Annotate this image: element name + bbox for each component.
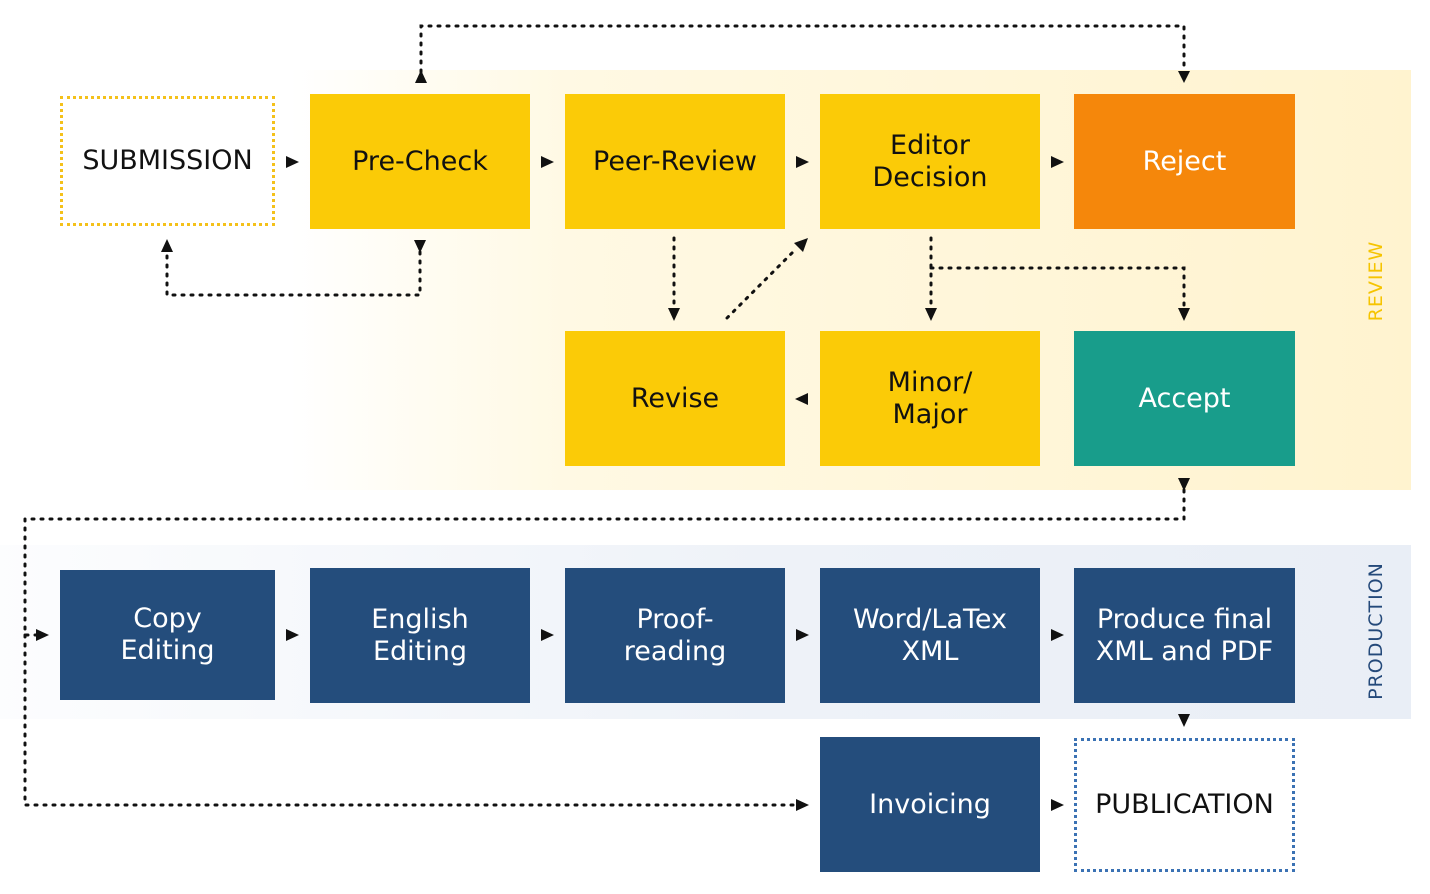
node-accept: Accept	[1074, 331, 1295, 466]
arrowhead-minor-in	[925, 308, 937, 321]
arrowhead-produce-publication	[1178, 714, 1190, 727]
node-reject: Reject	[1074, 94, 1295, 229]
arrowhead-editor-in	[794, 238, 808, 252]
node-publication: PUBLICATION	[1074, 738, 1295, 872]
arrowhead-english-proof	[541, 629, 554, 641]
node-english-editing: English Editing	[310, 568, 530, 703]
arrowhead-submission-up	[161, 239, 173, 252]
node-proof-reading: Proof- reading	[565, 568, 785, 703]
arrowhead-proof-word	[796, 629, 809, 641]
arrowhead-revise-in	[668, 308, 680, 321]
node-minor-major: Minor/ Major	[820, 331, 1040, 466]
arrowhead-copy-english	[286, 629, 299, 641]
arrowhead-reject-in	[1178, 71, 1190, 83]
arrowhead-copy-editing-in	[36, 629, 49, 641]
connector-precheck-to-submission	[165, 250, 422, 297]
arrowhead-editor-reject	[1051, 156, 1064, 168]
connector-precheck-to-reject	[419, 24, 1186, 74]
arrowhead-precheck-down	[414, 240, 426, 253]
connector-revise-to-editor	[725, 246, 799, 320]
arrowhead-word-produce	[1051, 629, 1064, 641]
node-submission: SUBMISSION	[60, 96, 275, 226]
arrowhead-invoicing-in	[796, 799, 809, 811]
node-copy-editing: Copy Editing	[60, 570, 275, 700]
node-produce-final: Produce final XML and PDF	[1074, 568, 1295, 703]
arrowhead-precheck-up	[415, 70, 427, 83]
arrowhead-accept-in	[1178, 308, 1190, 321]
arrowhead-submission-precheck	[286, 156, 299, 168]
node-revise: Revise	[565, 331, 785, 466]
arrowhead-precheck-peer	[541, 156, 554, 168]
connector-accept-to-copy-editing	[23, 488, 1186, 637]
arrowhead-invoicing-publication	[1051, 799, 1064, 811]
connector-to-invoicing	[23, 633, 798, 807]
node-editor-decision: Editor Decision	[820, 94, 1040, 229]
node-invoicing: Invoicing	[820, 737, 1040, 872]
node-pre-check: Pre-Check	[310, 94, 530, 229]
arrowhead-accept-down	[1178, 478, 1190, 491]
arrowhead-peer-editor	[796, 156, 809, 168]
arrowhead-minor-revise	[795, 393, 808, 405]
node-word-latex-xml: Word/LaTex XML	[820, 568, 1040, 703]
node-peer-review: Peer-Review	[565, 94, 785, 229]
connector-editor-to-accept	[929, 266, 1186, 310]
